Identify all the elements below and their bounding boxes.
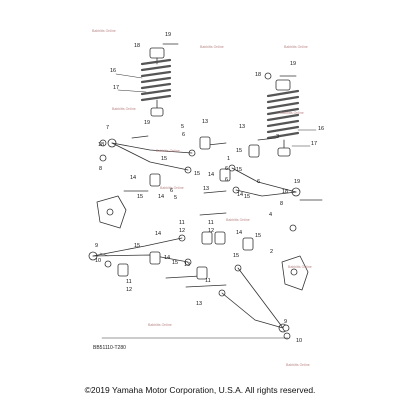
callout-c8b: 8 (280, 201, 283, 207)
callout-c11c: 11 (126, 279, 132, 285)
right-knuckle (281, 255, 309, 291)
callout-c11d: 11 (205, 278, 211, 284)
callout-c12b: 12 (179, 228, 185, 234)
callout-c12a: 12 (208, 228, 214, 234)
callout-c11a: 11 (208, 220, 214, 226)
callout-c15i: 15 (172, 260, 178, 266)
callout-c3a: 3 (276, 134, 279, 140)
callout-c7a: 7 (106, 125, 109, 131)
callout-c15g: 15 (255, 233, 261, 239)
callout-c15j: 15 (233, 253, 239, 259)
lower-right-a-arm (218, 264, 288, 333)
right-shock-absorber (266, 79, 300, 157)
watermark-group: Babbitts Online Babbitts Online Babbitts… (92, 29, 312, 367)
callout-c19b: 19 (290, 61, 296, 67)
callout-c13d: 13 (184, 262, 190, 268)
bushing-group (117, 136, 260, 280)
callout-c9b: 9 (284, 319, 287, 325)
watermark-9: Babbitts Online (288, 265, 312, 269)
callout-c17a: 17 (113, 85, 119, 91)
diagram-part-code: BB51110-T280 (93, 345, 126, 351)
callout-c2a: 2 (270, 249, 273, 255)
callout-c19a: 19 (165, 32, 171, 38)
callout-c19d: 19 (294, 179, 300, 185)
watermark-10: Babbitts Online (148, 323, 172, 327)
callout-c19c: 19 (144, 120, 150, 126)
callout-c6e: 6 (257, 179, 260, 185)
callout-c18d: 18 (282, 189, 288, 195)
callout-c1a: 1 (227, 156, 230, 162)
callout-c16a: 16 (110, 68, 116, 74)
callout-c14e: 14 (236, 230, 242, 236)
callout-c10b: 10 (296, 338, 302, 344)
nut-group (99, 72, 297, 340)
watermark-6: Babbitts Online (156, 149, 180, 153)
callout-c18a: 18 (134, 43, 140, 49)
callout-c15f: 15 (244, 194, 250, 200)
watermark-8: Babbitts Online (226, 218, 250, 222)
left-knuckle (96, 195, 127, 229)
bolt-group (123, 43, 323, 288)
callout-c14d: 14 (237, 192, 243, 198)
callout-c14f: 14 (155, 231, 161, 237)
callout-c16b: 16 (318, 126, 324, 132)
upper-right-a-arm (228, 164, 301, 197)
watermark-1: Babbitts Online (92, 29, 116, 33)
callout-c8a: 8 (99, 166, 102, 172)
callout-c18b: 18 (255, 72, 261, 78)
callout-c15b: 15 (194, 171, 200, 177)
callout-c12c: 12 (126, 287, 132, 293)
copyright-notice: ©2019 Yamaha Motor Corporation, U.S.A. A… (84, 385, 316, 395)
callout-c4a: 4 (269, 212, 272, 218)
callout-c15c: 15 (137, 194, 143, 200)
callout-c17b: 17 (311, 141, 317, 147)
callout-c15e: 15 (236, 167, 242, 173)
callout-c6b: 6 (170, 188, 173, 194)
watermark-7: Babbitts Online (160, 186, 184, 190)
callout-c14a: 14 (130, 175, 136, 181)
callout-c6a: 6 (182, 132, 185, 138)
callout-c11b: 11 (179, 220, 185, 226)
callout-c13b: 13 (239, 124, 245, 130)
callout-c14c: 14 (208, 172, 214, 178)
callout-c5a: 5 (181, 124, 184, 130)
callout-c9a: 9 (95, 243, 98, 249)
callout-c6c: 6 (225, 166, 228, 172)
watermark-2: Babbitts Online (200, 45, 224, 49)
callout-c14b: 14 (158, 194, 164, 200)
callout-c10a: 10 (95, 258, 101, 264)
watermark-3: Babbitts Online (284, 45, 308, 49)
leader-lines (99, 73, 317, 339)
callout-c13c: 13 (203, 186, 209, 192)
callout-c15a: 15 (161, 156, 167, 162)
callout-c18c: 18 (98, 142, 104, 148)
upper-left-a-arm (107, 138, 196, 174)
watermark-5: Babbitts Online (280, 111, 304, 115)
callout-c15h: 15 (134, 243, 140, 249)
callout-c13a: 13 (202, 119, 208, 125)
callout-c5b: 5 (174, 195, 177, 201)
callout-c15d: 15 (236, 148, 242, 154)
left-shock-absorber (140, 47, 172, 117)
callout-c14g: 14 (164, 255, 170, 261)
callout-c6d: 6 (225, 177, 228, 183)
watermark-11: Babbitts Online (286, 363, 310, 367)
watermark-4: Babbitts Online (112, 107, 136, 111)
callout-c13e: 13 (196, 301, 202, 307)
